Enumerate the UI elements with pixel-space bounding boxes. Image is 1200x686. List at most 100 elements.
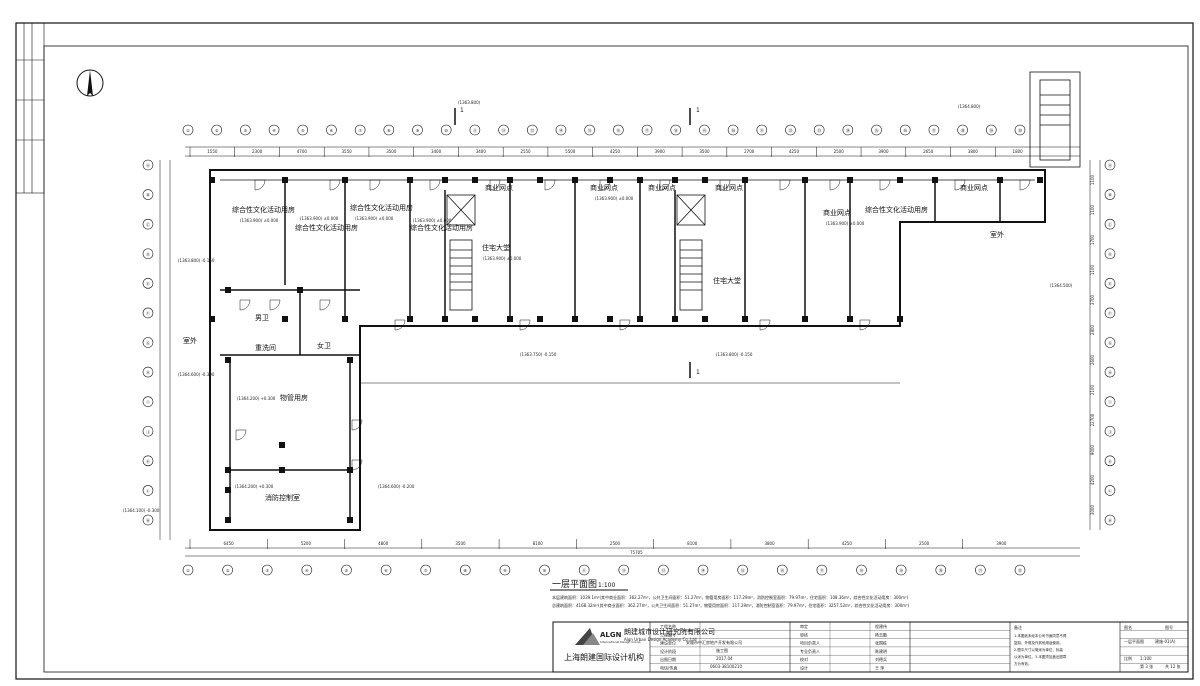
company-name-cn: 朗建城市设计研究院有限公司 — [624, 627, 715, 636]
axis-label: ⑦ — [358, 128, 362, 133]
room-labels: 综合性文化活动用房 (1363.900) ±0.000 综合性文化活动用房 (1… — [183, 183, 1004, 502]
column — [407, 177, 413, 183]
dimension-value: 2500 — [610, 541, 621, 546]
axis-bubble: ㉖ — [899, 124, 911, 136]
axis-bubble: Ⓗ — [142, 366, 154, 378]
section-mark-label: 1 — [696, 369, 700, 376]
axis-label: ⑤ — [345, 568, 349, 573]
elevation-mark: (1363.800) — [458, 100, 481, 105]
title-block-person: 程建伟 — [875, 623, 887, 629]
axis-label: ⑳ — [939, 567, 943, 573]
door-swing — [239, 299, 251, 311]
room-label-culture-4: 综合性文化活动用房 — [410, 223, 473, 232]
room-label-culture-2: 综合性文化活动用房 — [295, 223, 358, 232]
axis-label: ② — [226, 568, 230, 573]
axis-bubble: ④ — [301, 564, 313, 576]
axis-label: ⑮ — [588, 127, 592, 133]
axis-bubble: Ⓒ — [1104, 218, 1116, 230]
axis-label: ㉑ — [978, 567, 982, 573]
axis-bubble: ⑱ — [670, 124, 682, 136]
axis-bubble: Ⓓ — [142, 248, 154, 260]
title-block-person: 陈建明 — [875, 648, 887, 654]
sheet-total: 共 12 张 — [1165, 663, 1181, 669]
column — [225, 487, 231, 493]
axis-label: ⑰ — [645, 127, 649, 133]
axis-bubble: ㉚ — [1014, 124, 1026, 136]
column — [507, 316, 513, 322]
axis-bubble: ⑬ — [526, 124, 538, 136]
dimension-value: 4250 — [842, 541, 853, 546]
axis-label: Ⓒ — [1108, 221, 1112, 227]
dimension-value: 3550 — [341, 149, 352, 154]
axis-bubble: ⑨ — [499, 564, 511, 576]
axis-label: Ⓖ — [146, 340, 150, 346]
axis-label: ⑨ — [503, 568, 507, 573]
axis-bubble: ⑭ — [555, 124, 567, 136]
axis-bubble: Ⓚ — [142, 455, 154, 467]
axis-bubble: ① — [182, 124, 194, 136]
door-swings — [235, 179, 1031, 471]
room-label-shop-1: 商业网点 — [485, 183, 513, 192]
dimension-value: 3000 — [1090, 504, 1095, 515]
title-block-role: 项目负责人 — [800, 640, 820, 646]
room-label-property: 物管用房 — [280, 393, 308, 402]
column — [847, 177, 853, 183]
door-swing — [394, 319, 406, 331]
dimension-value: 2550 — [520, 149, 531, 154]
door-swing — [879, 179, 891, 191]
axis-bubble: ⑧ — [383, 124, 395, 136]
column — [672, 316, 678, 322]
dimension-value: 1100 — [1090, 174, 1095, 185]
logo-subtitle: International Design Group — [600, 640, 641, 644]
axis-label: Ⓕ — [1108, 310, 1112, 316]
elevation-mark: (1363.800) -0.150 — [178, 258, 215, 263]
axis-label: Ⓗ — [146, 369, 150, 375]
elevation-mark: (1363.800) -0.150 — [716, 352, 753, 357]
room-label-fire-control: 消防控制室 — [265, 493, 300, 502]
dimension-value: 4700 — [297, 149, 308, 154]
elevation-mark: (1364.600) -0.200 — [378, 484, 415, 489]
dimension-value: 4200 — [1090, 474, 1095, 485]
axis-label: Ⓙ — [146, 428, 150, 434]
room-level-shop-2: (1363.900) ±0.000 — [595, 196, 634, 201]
axis-bubble: ③ — [240, 124, 251, 136]
axis-label: ⑯ — [780, 567, 784, 573]
column — [347, 517, 353, 523]
title-block-note: 复制、外借及作其他用途使用。 — [1014, 640, 1063, 645]
axis-bubble: ③ — [261, 564, 273, 576]
axis-label: ⑨ — [416, 128, 420, 133]
dimension-value: 3500 — [699, 149, 710, 154]
room-level-culture-2: (1363.900) ±0.000 — [300, 216, 339, 221]
title-block-role: 专业负责人 — [800, 648, 820, 654]
column — [997, 177, 1003, 183]
drawing-no-label: 图号 — [1165, 624, 1173, 630]
column — [209, 316, 215, 322]
axis-label: ④ — [305, 568, 309, 573]
binding-strip — [15, 22, 45, 194]
room-level-property: (1364.200) +0.300 — [237, 396, 276, 401]
column — [672, 177, 678, 183]
outer-border — [15, 22, 1194, 680]
axis-bubble: ㉔ — [842, 124, 854, 136]
axis-bubble: ① — [182, 564, 194, 576]
axis-bubble: Ⓑ — [1104, 189, 1116, 200]
axis-label: ④ — [272, 128, 276, 133]
door-swing — [329, 179, 341, 191]
core-2 — [676, 194, 706, 311]
column — [847, 316, 853, 322]
axis-bubble: ⑫ — [498, 124, 509, 136]
axis-bubble: ⑩ — [440, 124, 452, 136]
title-block-note: 以米为单位。3.本图须加盖出图章 — [1014, 654, 1067, 659]
dimension-value: 5500 — [565, 149, 576, 154]
axis-bubble: Ⓚ — [1104, 455, 1116, 467]
room-level-culture-1: (1363.900) ±0.000 — [240, 218, 279, 223]
elevation-marks: (1363.800) -0.150 (1363.800) -0.150 (136… — [123, 100, 1073, 513]
door-swing — [719, 179, 731, 191]
drawing-scale: 1:100 — [598, 582, 615, 589]
axis-bubble: ⑮ — [584, 124, 595, 136]
axis-label: Ⓒ — [146, 221, 150, 227]
dimension-value: 1800 — [1013, 149, 1024, 154]
axis-label: ⑰ — [820, 567, 824, 573]
